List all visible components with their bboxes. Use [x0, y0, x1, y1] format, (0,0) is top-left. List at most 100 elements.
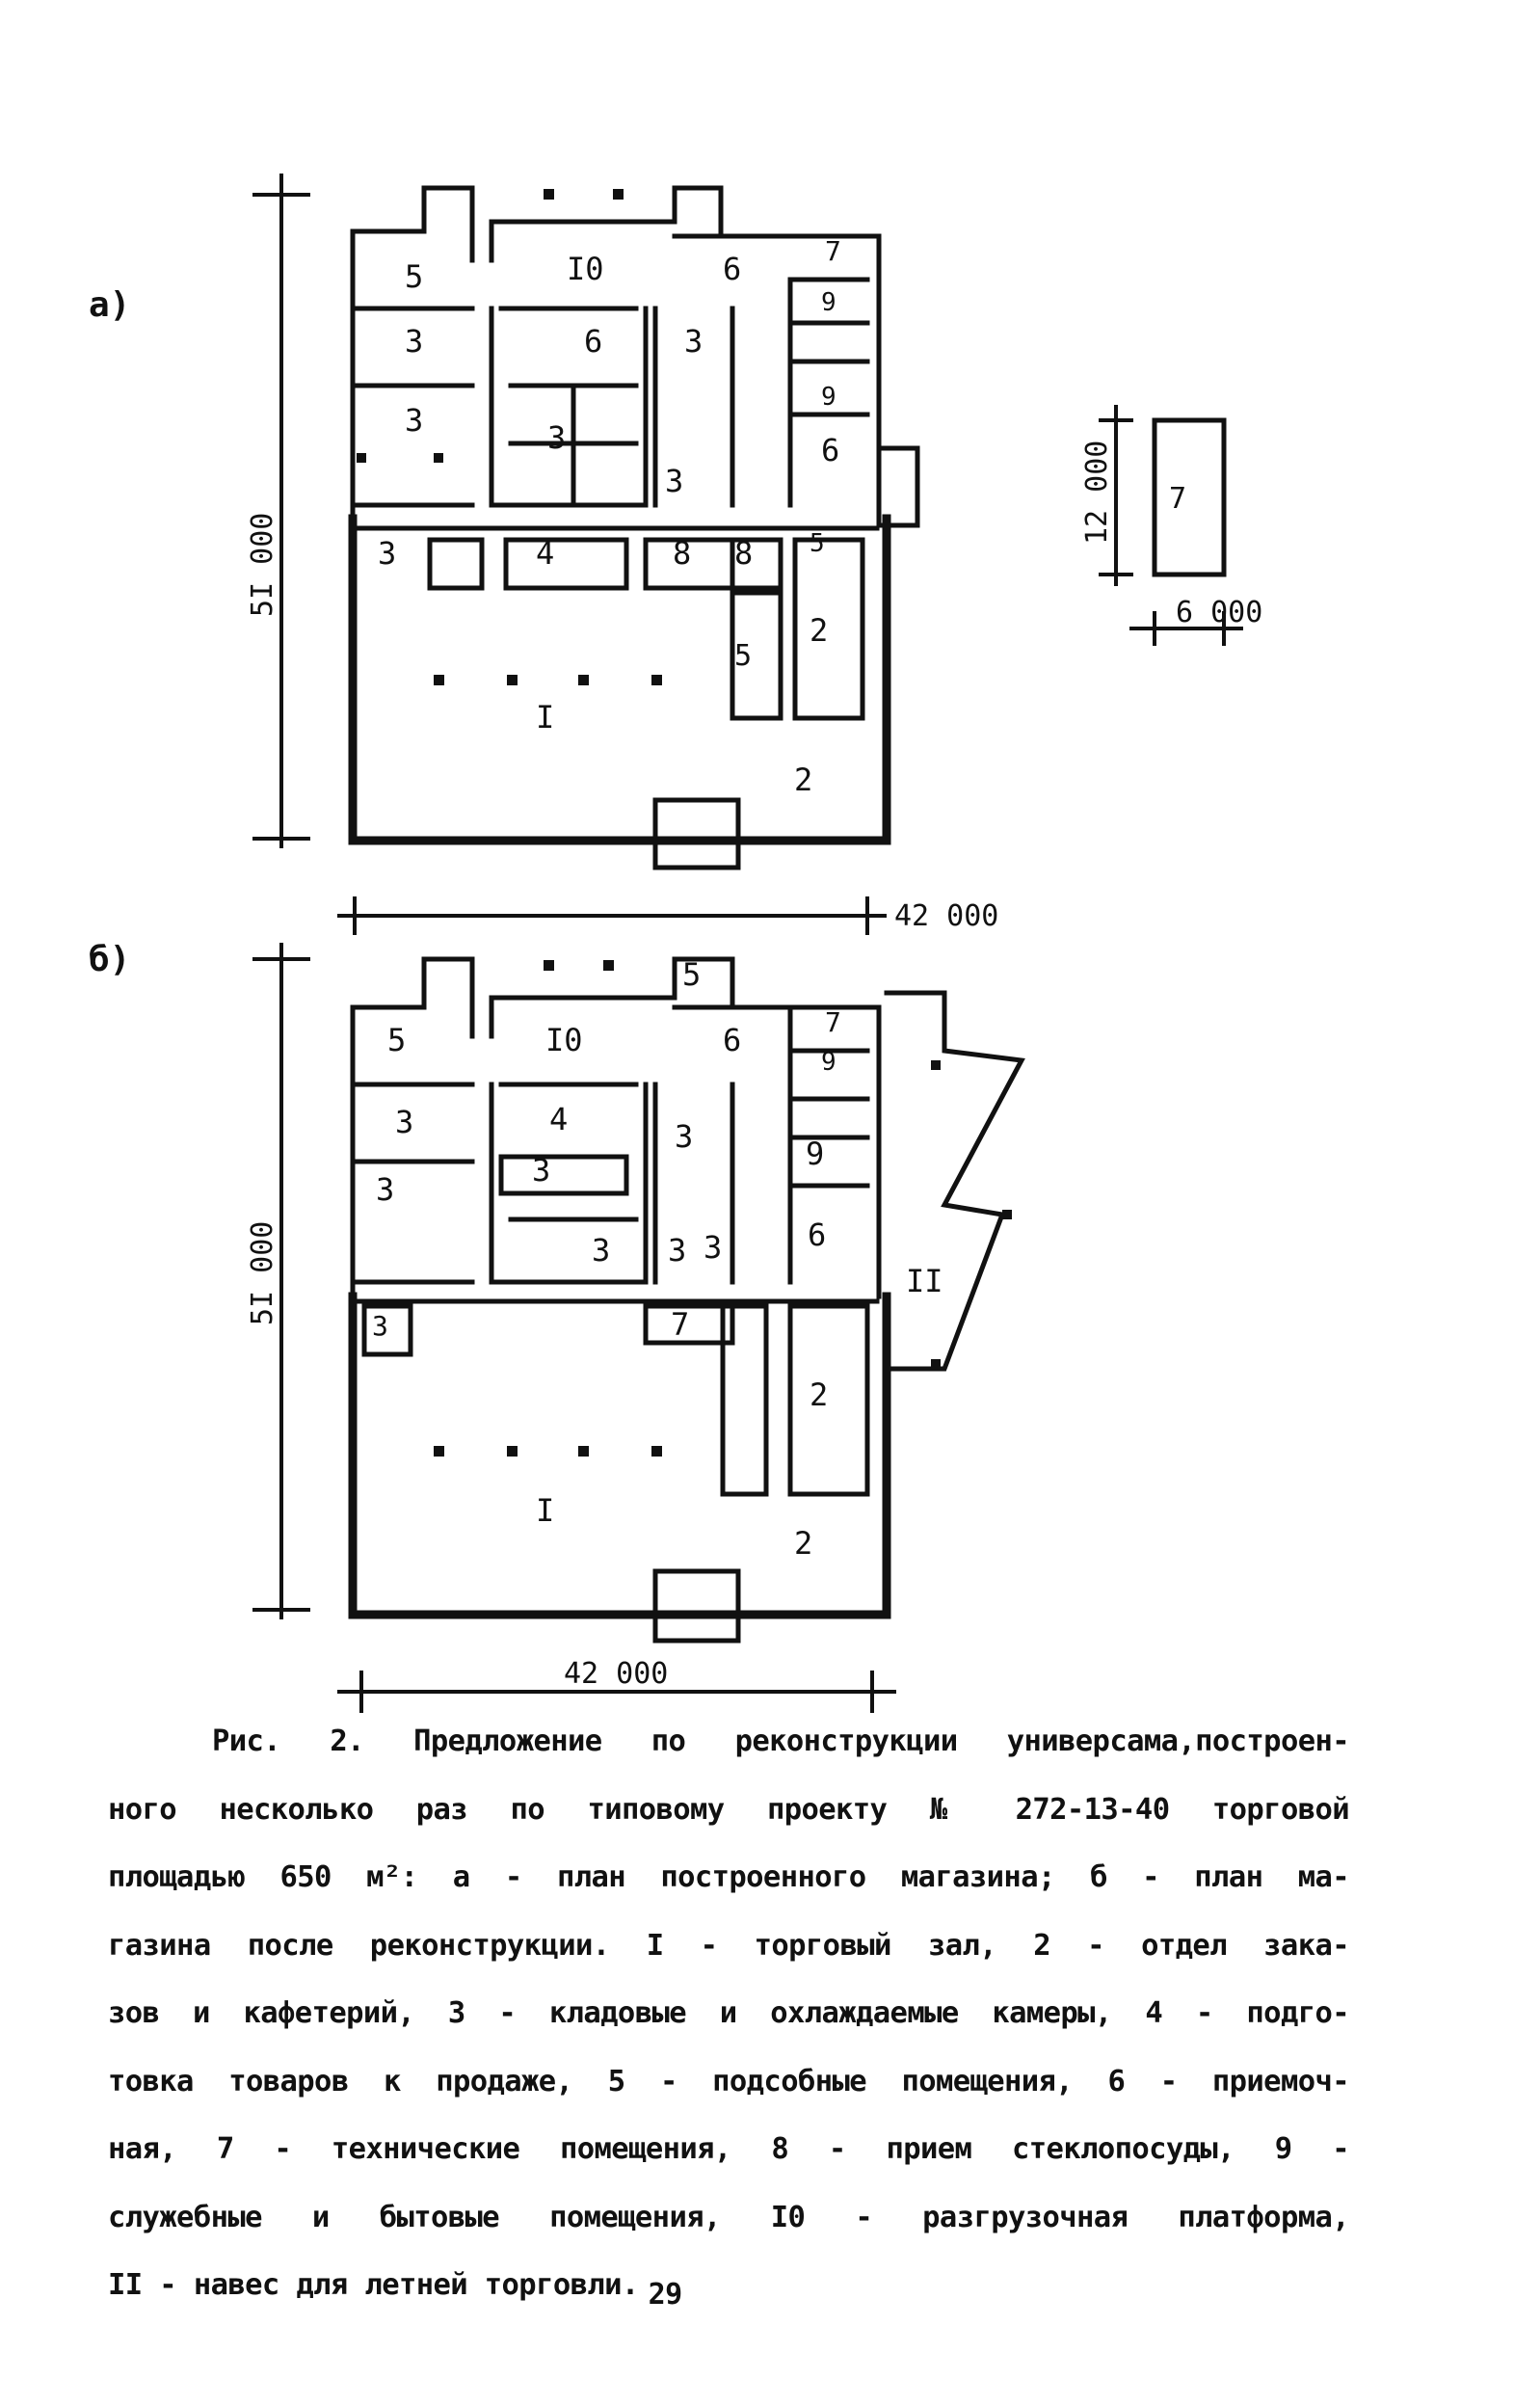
- wall: [672, 1004, 882, 1299]
- column: [544, 960, 554, 971]
- room-label: 5: [405, 258, 423, 295]
- dimension-lines: [252, 943, 896, 1713]
- dim-text-width-a: 42 000: [894, 899, 998, 933]
- column: [434, 453, 443, 463]
- room-label: 2: [794, 1525, 812, 1562]
- room-label: 3: [592, 1232, 610, 1269]
- caption-line: зов и кафетерий, 3 - кладовые и охлаждае…: [108, 1996, 1349, 2030]
- caption-line: площадью 650 м²: а - план построенного м…: [108, 1860, 1349, 1894]
- room-label: 2: [810, 1377, 828, 1413]
- room-outline: [643, 1303, 735, 1346]
- dimension-lines: [252, 174, 1243, 935]
- caption-line: товка товаров к продаже, 5 - подсобные п…: [108, 2064, 1349, 2099]
- room-label: 6: [808, 1216, 826, 1253]
- wall: [489, 306, 649, 508]
- caption-line: служебные и бытовые помещения, I0 - разг…: [108, 2200, 1349, 2234]
- room-label: 5: [734, 639, 752, 673]
- figure-caption: Рис. 2. Предложение по реконструкции уни…: [108, 1708, 1349, 2320]
- small-building-outline: [1152, 417, 1227, 577]
- room-label: 3: [395, 1104, 413, 1140]
- column: [931, 1060, 941, 1070]
- wall: [350, 956, 475, 1299]
- wall: [672, 233, 882, 521]
- room-label: 2: [810, 612, 828, 649]
- room-label: 6: [723, 251, 741, 287]
- room-label: 3: [684, 323, 703, 360]
- room-label: 3: [372, 1310, 388, 1342]
- plan-a: 42 000 5I 000 12 000 6 000 5 I0 6 7 9 3 …: [246, 174, 1262, 935]
- room-label: 3: [675, 1118, 693, 1155]
- dim-text-small-w: 6 000: [1176, 596, 1262, 629]
- column: [613, 189, 624, 200]
- entrance-vestibule: [652, 797, 741, 870]
- dim-text-small-h: 12 000: [1080, 441, 1114, 545]
- room-label: 9: [821, 383, 836, 412]
- room-label: 9: [806, 1136, 824, 1172]
- page-number: 29: [648, 2278, 683, 2312]
- floor-plans-figure: 42 000 5I 000 12 000 6 000 5 I0 6 7 9 3 …: [246, 174, 1262, 1713]
- column: [578, 675, 589, 685]
- room-label: 2: [794, 762, 812, 798]
- room-label: 4: [549, 1101, 568, 1137]
- entrance-vestibule: [652, 1568, 741, 1644]
- caption-line: Рис. 2. Предложение по реконструкции уни…: [212, 1724, 1349, 1758]
- room-label: 7: [671, 1306, 689, 1343]
- column: [931, 1359, 941, 1369]
- column: [357, 453, 366, 463]
- plan-b: 42 000 5I 000 5 5 I0 6 7 9 3 4 3 3 3 9 3…: [246, 943, 1025, 1713]
- room-label: I: [536, 699, 554, 735]
- caption-line: газина после реконструкции. I - торговый…: [108, 1928, 1349, 1963]
- wall: [350, 185, 475, 521]
- room-outline: [730, 537, 783, 591]
- room-outline: [361, 1303, 413, 1357]
- caption-line: II - навес для летней торговли.: [108, 2268, 639, 2302]
- canopy-outline: [876, 445, 920, 528]
- column: [507, 675, 518, 685]
- room-label: 3: [378, 535, 396, 572]
- wall: [489, 1082, 649, 1285]
- room-label: 6: [821, 432, 839, 468]
- room-label: 3: [665, 463, 683, 499]
- room-outline: [720, 1303, 769, 1497]
- room-label: 7: [825, 1006, 841, 1038]
- column: [434, 1446, 444, 1457]
- room-outline: [503, 537, 629, 591]
- dim-text-height-a: 5I 000: [246, 513, 279, 617]
- plan-label-a: а): [89, 285, 131, 325]
- plan-label-b: б): [89, 940, 131, 979]
- room-label: 8: [734, 535, 753, 572]
- room-label: 5: [810, 529, 825, 558]
- caption-line: ная, 7 - технические помещения, 8 - прие…: [108, 2132, 1349, 2166]
- column-grid: [434, 960, 1012, 1457]
- room-label: 6: [584, 323, 602, 360]
- room-label: 7: [825, 235, 841, 267]
- wall: [489, 185, 724, 263]
- room-label: 5: [387, 1022, 406, 1058]
- dim-text-height-b: 5I 000: [246, 1221, 279, 1325]
- room-label: 6: [723, 1022, 741, 1058]
- column-grid: [357, 189, 662, 685]
- room-label: 3: [532, 1152, 550, 1189]
- room-label: 3: [405, 402, 423, 439]
- caption-line: ного несколько раз по типовому проекту №…: [108, 1792, 1349, 1827]
- dim-text-width-b: 42 000: [564, 1657, 668, 1691]
- room-label: I0: [567, 251, 604, 287]
- column: [507, 1446, 518, 1457]
- column: [1002, 1210, 1012, 1219]
- column: [603, 960, 614, 971]
- room-label: 3: [376, 1171, 394, 1208]
- room-label: 9: [821, 1048, 836, 1077]
- room-outline: [787, 1303, 870, 1497]
- room-label: 9: [821, 288, 836, 317]
- caption-line-last: II - навес для летней торговли. 29: [108, 2252, 1349, 2320]
- room-outline: [498, 1154, 629, 1196]
- room-label: I: [536, 1492, 554, 1529]
- room-label: 8: [673, 535, 691, 572]
- room-outline: [427, 537, 485, 591]
- room-label: 7: [1169, 482, 1186, 516]
- room-label: I0: [545, 1022, 583, 1058]
- room-label: 4: [536, 535, 554, 572]
- wall: [489, 956, 735, 1039]
- room-label: 3: [405, 323, 423, 360]
- column: [434, 675, 444, 685]
